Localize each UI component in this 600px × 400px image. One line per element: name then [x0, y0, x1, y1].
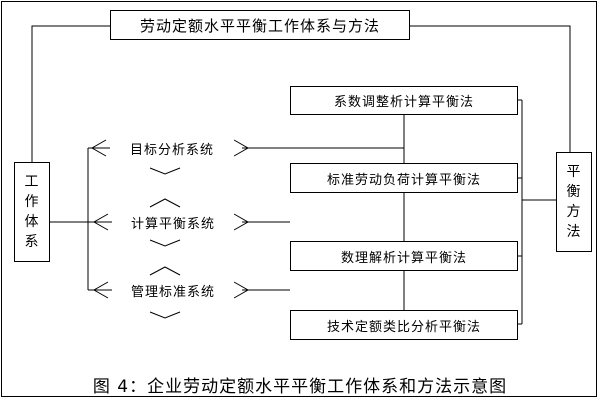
method-label: 数理解析计算平衡法 — [340, 250, 467, 266]
calc-chevron-down — [149, 239, 181, 247]
mgmt-chevron-down — [149, 311, 181, 319]
target-chevron-down — [149, 167, 181, 175]
method-label: 技术定额类比分析平衡法 — [326, 319, 481, 335]
work-system-char: 工 — [24, 174, 40, 190]
mgmt-chevron-right — [233, 281, 250, 299]
mgmt-chevron-left — [92, 281, 109, 299]
system-label: 管理标准系统 — [130, 284, 215, 300]
system-label: 计算平衡系统 — [130, 216, 215, 232]
calc-chevron-right — [233, 213, 250, 231]
system-label: 目标分析系统 — [129, 142, 214, 158]
title-text: 劳动定额水平平衡工作体系与方法 — [139, 16, 380, 35]
system-mgmt-standard: 管理标准系统 — [112, 281, 234, 300]
figure-caption: 图 4：企业劳动定额水平平衡工作体系和方法示意图 — [92, 377, 508, 397]
work-system-char: 作 — [24, 194, 40, 210]
calc-chevron-left — [92, 213, 109, 231]
work-system-char: 系 — [24, 234, 40, 250]
method-label: 标准劳动负荷计算平衡法 — [326, 172, 481, 188]
method-standard-load: 标准劳动负荷计算平衡法 — [290, 163, 518, 193]
balance-method-char: 平 — [566, 164, 582, 180]
calc-chevron-up — [149, 198, 181, 208]
balance-method-char: 衡 — [566, 184, 582, 200]
method-coefficient-adjust: 系数调整析计算平衡法 — [290, 86, 518, 115]
mgmt-chevron-up — [149, 266, 181, 276]
balance-method-node: 平衡方法 — [556, 152, 592, 252]
target-chevron-left — [90, 139, 107, 157]
balance-method-char: 方 — [566, 204, 582, 220]
balance-method-char: 法 — [566, 224, 582, 240]
title-to-right-line — [410, 25, 571, 152]
system-calc-balance: 计算平衡系统 — [112, 213, 234, 232]
method-label: 系数调整析计算平衡法 — [333, 95, 474, 110]
target-chevron-right — [233, 139, 250, 157]
method-tech-analogy: 技术定额类比分析平衡法 — [290, 310, 518, 340]
title-to-left-line — [31, 25, 110, 162]
method-math-analysis: 数理解析计算平衡法 — [290, 241, 518, 271]
system-target-analysis: 目标分析系统 — [110, 139, 234, 158]
work-system-node: 工作体系 — [14, 162, 50, 262]
work-system-char: 体 — [24, 214, 40, 230]
title-box: 劳动定额水平平衡工作体系与方法 — [110, 10, 410, 40]
